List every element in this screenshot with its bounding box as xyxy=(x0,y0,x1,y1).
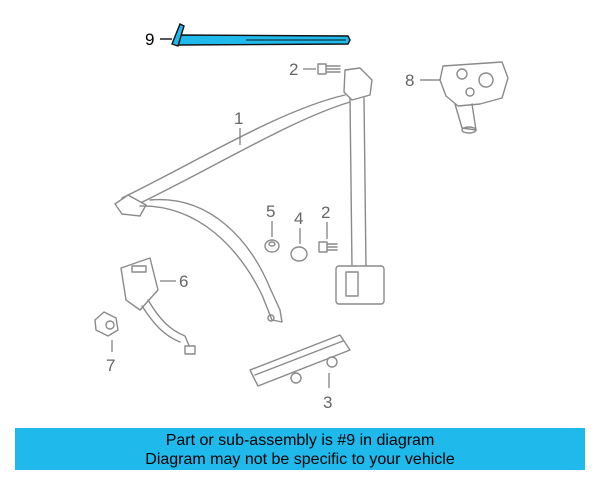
banner-line-1: Part or sub-assembly is #9 in diagram xyxy=(165,432,435,449)
callout-8: 8 xyxy=(405,71,414,90)
part-3-harness[interactable] xyxy=(249,334,351,387)
callout-2-lower: 2 xyxy=(321,203,330,222)
part-9-strip[interactable] xyxy=(171,23,351,47)
banner-line-2: Diagram may not be specific to your vehi… xyxy=(145,451,455,468)
part-4-cap[interactable] xyxy=(290,246,308,262)
part-1-belt[interactable] xyxy=(114,94,351,323)
callout-2-upper: 2 xyxy=(289,60,298,79)
part-8-retractor[interactable] xyxy=(439,61,509,134)
callout-4: 4 xyxy=(294,209,303,228)
callout-3: 3 xyxy=(323,393,332,412)
part-7-sensor[interactable] xyxy=(94,311,119,337)
callout-1: 1 xyxy=(234,109,243,128)
callout-5: 5 xyxy=(266,202,275,221)
belt-guide-rail[interactable] xyxy=(335,67,385,305)
callout-9: 9 xyxy=(145,30,154,49)
parts-diagram: 9 2 8 1 5 4 xyxy=(94,23,509,412)
callout-6: 6 xyxy=(179,272,188,291)
info-banner: Part or sub-assembly is #9 in diagram Di… xyxy=(15,428,585,470)
part-2-bolt-lower[interactable] xyxy=(318,241,338,253)
callout-7: 7 xyxy=(106,356,115,375)
part-5-grommet[interactable] xyxy=(264,239,280,253)
part-6-buckle[interactable] xyxy=(120,257,196,355)
part-2-bolt-upper[interactable] xyxy=(317,63,341,75)
